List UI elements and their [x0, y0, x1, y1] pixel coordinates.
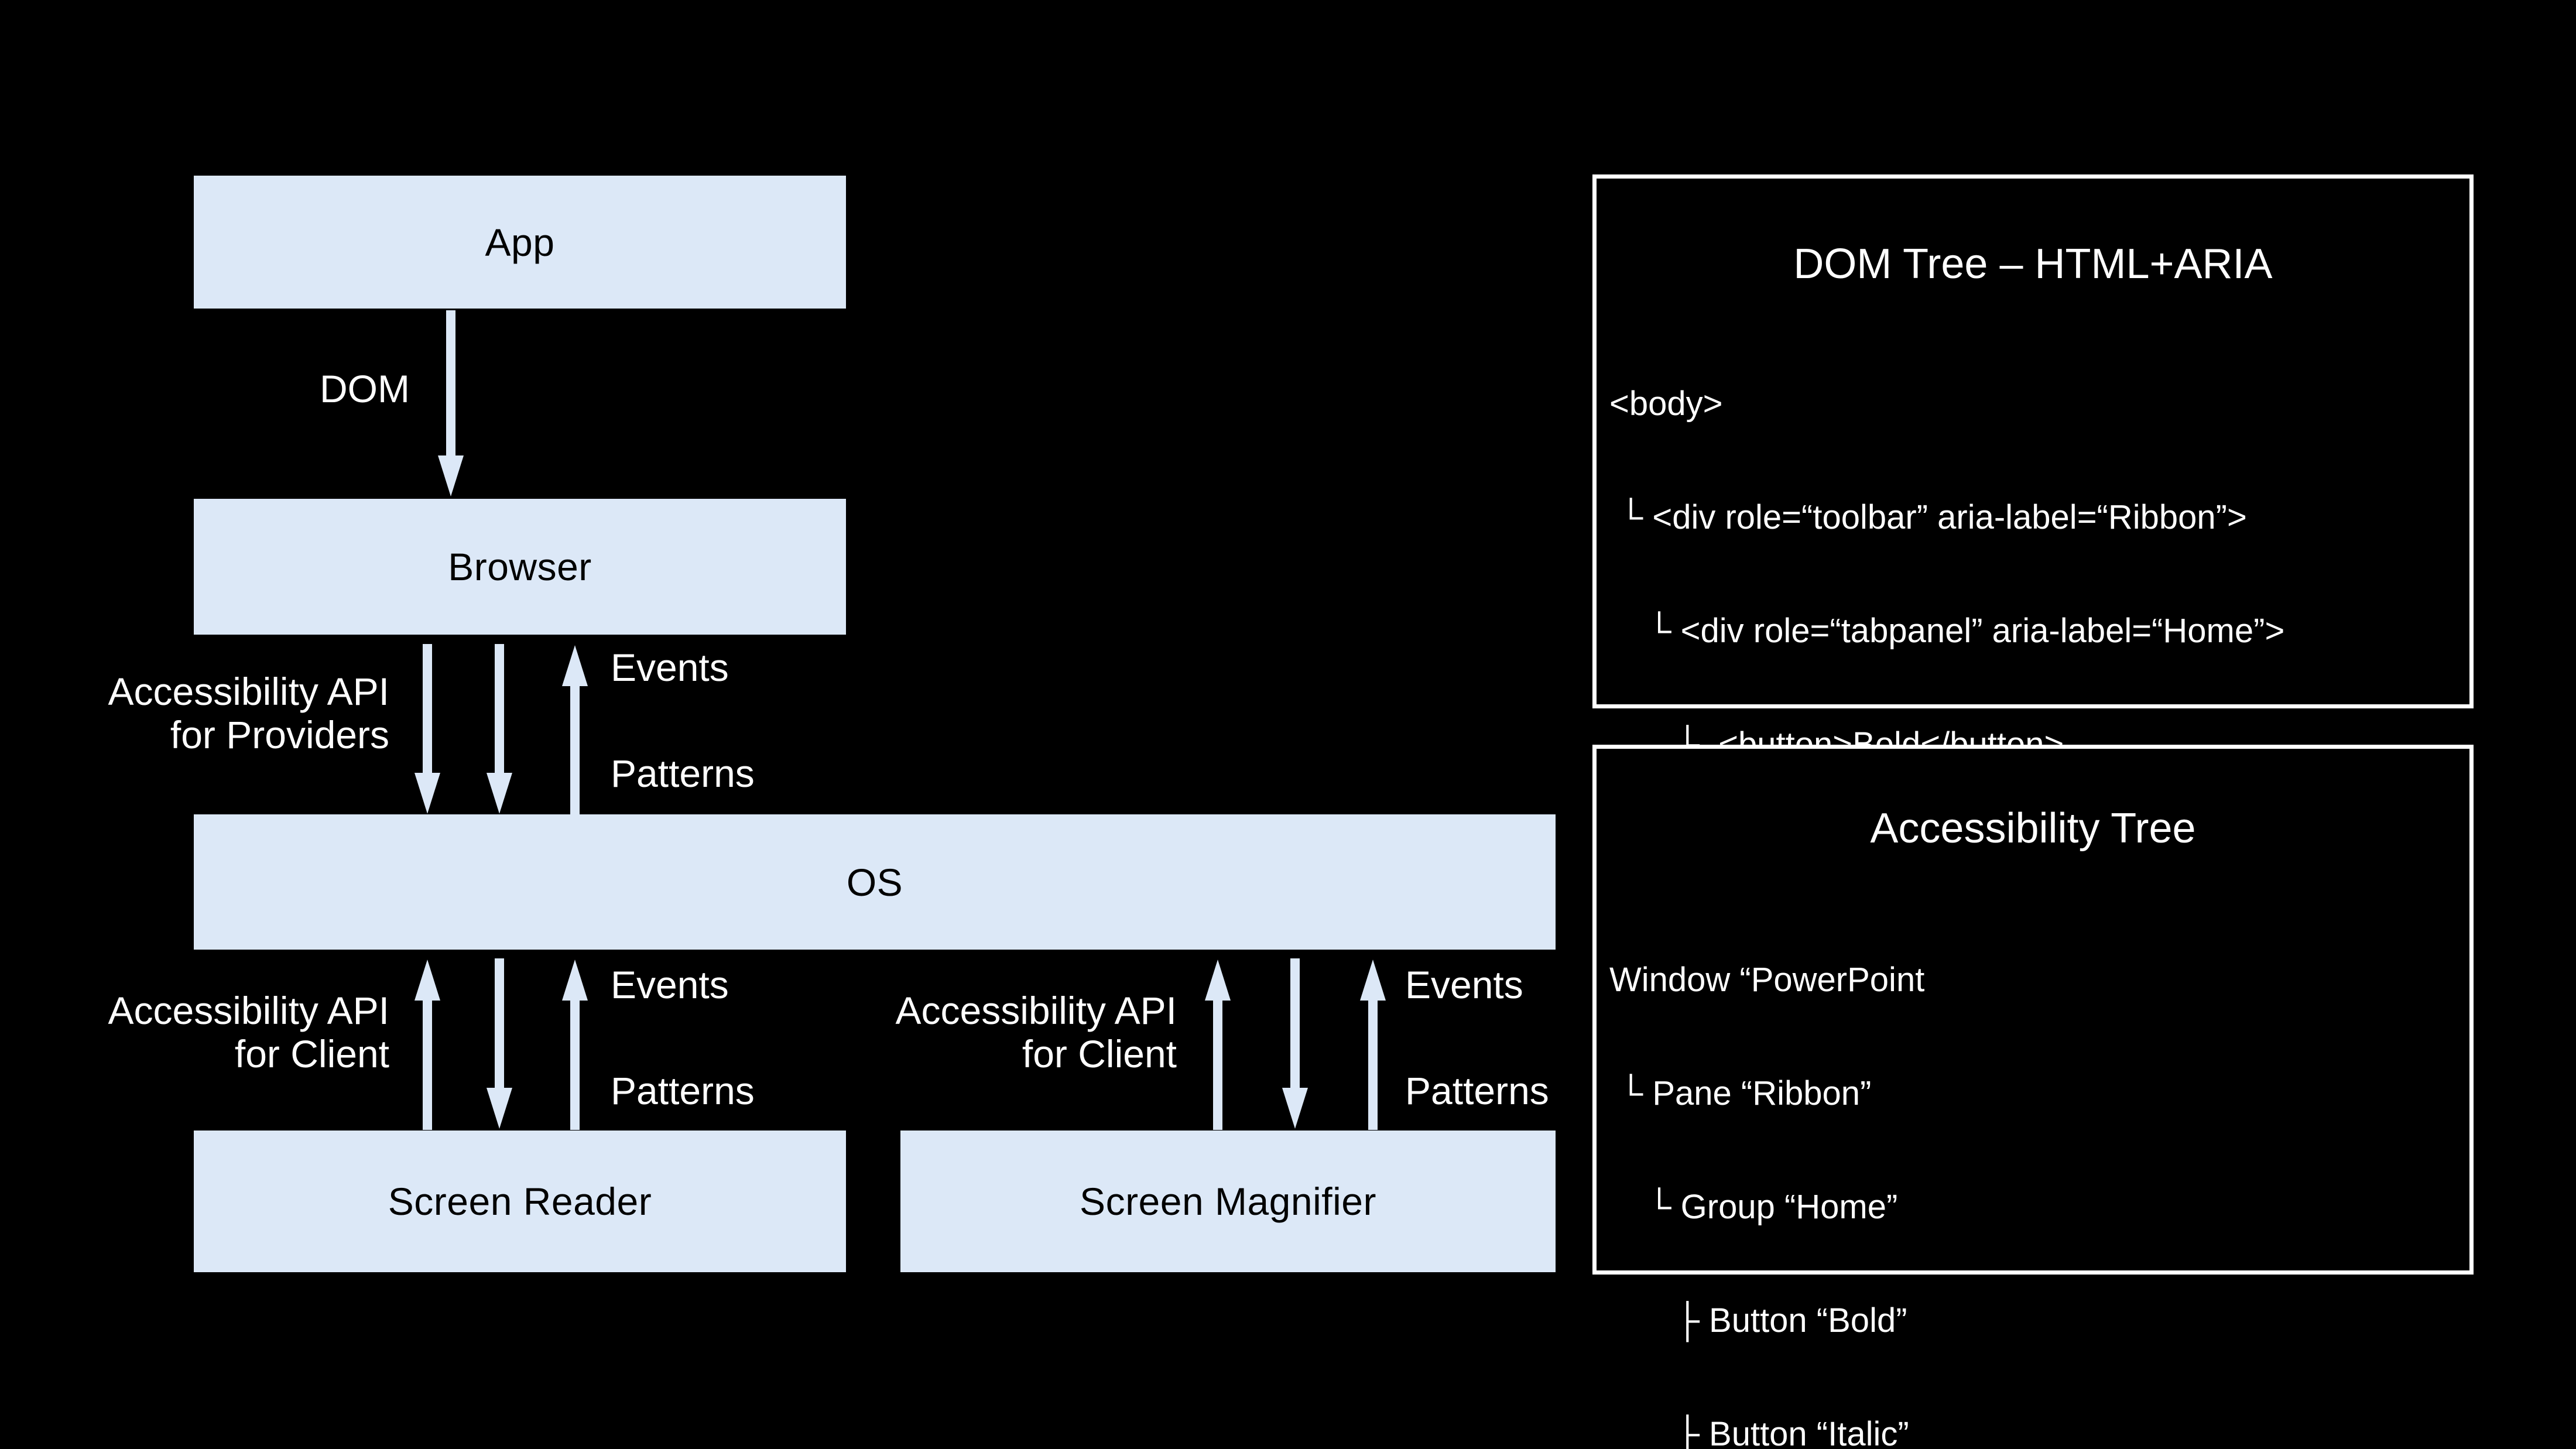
- label-dom: DOM: [320, 367, 410, 410]
- box-screen-magnifier-label: Screen Magnifier: [1080, 1180, 1376, 1223]
- box-app: App: [194, 176, 846, 309]
- arrow-screen-magnifier-to-os-a: [1200, 958, 1235, 1130]
- dom-tree-title: DOM Tree – HTML+ARIA: [1793, 241, 2273, 287]
- label-events-client-left: Events: [611, 963, 729, 1006]
- a11y-tree-line: ├ Button “Italic”: [1609, 1415, 1909, 1449]
- label-patterns-client-left: Patterns: [611, 1069, 755, 1112]
- arrow-os-to-screen-magnifier: [1277, 958, 1313, 1130]
- arrow-app-to-browser: [433, 310, 468, 498]
- a11y-tree-line: └ Group “Home”: [1609, 1188, 1898, 1226]
- accessibility-tree-content: Window “PowerPoint └ Pane “Ribbon” └ Gro…: [1609, 895, 2464, 1449]
- arrow-screen-reader-to-os-a: [410, 958, 445, 1130]
- arrow-os-to-screen-reader: [482, 958, 517, 1130]
- label-accessibility-api-for-providers: Accessibility API for Providers: [108, 670, 390, 756]
- dom-tree-line: └ <div role=“toolbar” aria-label=“Ribbon…: [1609, 498, 2247, 536]
- box-screen-reader-label: Screen Reader: [388, 1180, 652, 1223]
- box-app-label: App: [485, 220, 555, 264]
- label-events-providers: Events: [611, 646, 729, 689]
- dom-tree-line: <body>: [1609, 385, 1723, 423]
- box-browser: Browser: [194, 499, 846, 635]
- accessibility-tree-title: Accessibility Tree: [1870, 805, 2196, 852]
- box-os: OS: [194, 814, 1556, 950]
- arrow-browser-to-os-b: [482, 644, 517, 815]
- label-accessibility-api-for-client-left: Accessibility API for Client: [108, 989, 390, 1075]
- a11y-tree-line: └ Pane “Ribbon”: [1609, 1074, 1872, 1112]
- arrow-browser-to-os-a: [410, 644, 445, 815]
- box-screen-magnifier: Screen Magnifier: [900, 1131, 1556, 1272]
- label-patterns-providers: Patterns: [611, 752, 755, 795]
- label-accessibility-api-for-client-right: Accessibility API for Client: [895, 989, 1177, 1075]
- panel-accessibility-tree: Accessibility Tree Window “PowerPoint └ …: [1592, 745, 2474, 1449]
- arrow-screen-magnifier-to-os-b: [1355, 958, 1390, 1130]
- box-browser-label: Browser: [448, 545, 592, 588]
- a11y-tree-line: ├ Button “Bold”: [1609, 1301, 1907, 1340]
- box-screen-reader: Screen Reader: [194, 1131, 846, 1272]
- label-events-client-right: Events: [1405, 963, 1523, 1006]
- label-patterns-client-right: Patterns: [1405, 1069, 1549, 1112]
- a11y-tree-line: Window “PowerPoint: [1609, 961, 1925, 999]
- box-os-label: OS: [846, 860, 903, 904]
- arrow-screen-reader-to-os-b: [557, 958, 592, 1130]
- panel-dom-tree: DOM Tree – HTML+ARIA <body> └ <div role=…: [1592, 174, 2474, 989]
- dom-tree-line: └ <div role=“tabpanel” aria-label=“Home”…: [1609, 612, 2285, 650]
- arrow-os-to-browser: [557, 644, 592, 815]
